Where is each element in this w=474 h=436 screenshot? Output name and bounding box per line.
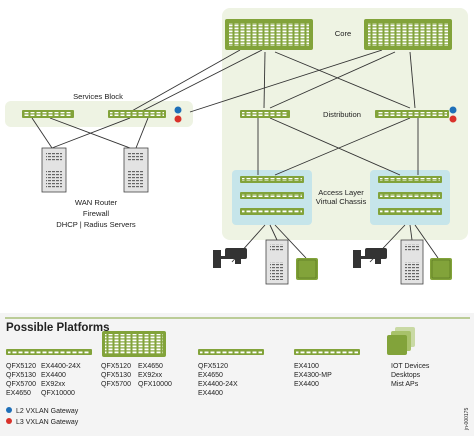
services-switch-left: [22, 110, 74, 118]
services-switch-right: [108, 110, 166, 118]
platform-model: EX4400: [41, 372, 66, 379]
access-label-line2: Virtual Chassis: [316, 197, 367, 206]
network-links: [31, 49, 439, 263]
server-icon: [123, 147, 149, 193]
legend-l2-dot: [6, 407, 12, 413]
platform-model: QFX5130: [6, 372, 36, 379]
endpoint-type: IOT Devices: [391, 363, 430, 370]
desktop-icon: [265, 239, 289, 285]
access-point-icon: [296, 258, 318, 280]
core-switch-right: [364, 19, 452, 50]
l2-gateway-dot-core: [449, 106, 457, 114]
core-label: Core: [335, 29, 351, 38]
platform-model: EX4400-24X: [198, 381, 238, 388]
access-switches-left: [240, 176, 304, 215]
platform-group-2: QFX5120 QFX5130 QFX5700 EX4650 EX92xx QF…: [101, 363, 172, 388]
l3-gateway-dot-core: [449, 115, 457, 123]
figure-watermark: jn-000175: [464, 408, 470, 431]
platform-group-3: QFX5120 EX4650 EX4400-24X EX4400: [198, 363, 238, 397]
platform-model: EX4400-24X: [41, 363, 81, 370]
platform-model: EX4650: [6, 390, 31, 397]
platform-model: EX4400: [198, 390, 223, 397]
legend: L2 VXLAN Gateway L3 VXLAN Gateway: [6, 407, 79, 426]
camera-icon: [213, 248, 247, 268]
services-block-label: Services Block: [73, 92, 123, 101]
platform-group-4: EX4100 EX4300-MP EX4400: [294, 363, 332, 388]
platform-model: EX4650: [138, 363, 163, 370]
platform-switch-icon: [198, 349, 264, 355]
access-label-line1: Access Layer: [318, 188, 364, 197]
platform-model: QFX5130: [101, 372, 131, 379]
platform-model: EX92xx: [138, 372, 163, 379]
legend-l2-label: L2 VXLAN Gateway: [16, 408, 79, 415]
services-line-3: DHCP | Radius Servers: [56, 220, 136, 229]
platform-model: EX4400: [294, 381, 319, 388]
distribution-switch-left: [240, 110, 290, 118]
platforms-title: Possible Platforms: [6, 322, 110, 334]
platform-model: EX4650: [198, 372, 223, 379]
platform-model: EX4100: [294, 363, 319, 370]
services-block-panel: [5, 101, 193, 127]
platform-switch-icon: [6, 349, 92, 355]
desktop-icon: [400, 239, 424, 285]
distribution-switch-right: [375, 110, 449, 118]
platform-model: QFX5700: [6, 381, 36, 388]
platform-model: QFX5120: [6, 363, 36, 370]
platform-group-5: IOT Devices Desktops Mist APs: [391, 363, 430, 388]
l3-gateway-dot-services: [174, 115, 182, 123]
platform-model: QFX5120: [198, 363, 228, 370]
platform-model: QFX5700: [101, 381, 131, 388]
core-switch-left: [225, 19, 313, 50]
access-point-icon: [430, 258, 452, 280]
services-line-2: Firewall: [83, 209, 109, 218]
platform-group-1: QFX5120 QFX5130 QFX5700 EX4650 EX4400-24…: [6, 363, 81, 397]
platform-model: QFX10000: [41, 390, 75, 397]
platform-model: EX92xx: [41, 381, 66, 388]
legend-l3-dot: [6, 418, 12, 424]
platform-ap-stack-icon: [387, 327, 415, 355]
legend-l3-label: L3 VXLAN Gateway: [16, 419, 79, 426]
services-line-1: WAN Router: [75, 198, 118, 207]
platform-model: QFX10000: [138, 381, 172, 388]
l2-gateway-dot-services: [174, 106, 182, 114]
platform-model: EX4300-MP: [294, 372, 332, 379]
platform-chassis-icon: [102, 331, 166, 357]
endpoint-type: Mist APs: [391, 381, 419, 388]
platform-model: QFX5120: [101, 363, 131, 370]
camera-icon: [353, 248, 387, 268]
server-icon: [41, 147, 67, 193]
endpoint-type: Desktops: [391, 372, 421, 379]
access-switches-right: [378, 176, 442, 215]
distribution-label: Distribution: [323, 110, 361, 119]
platform-switch-icon: [294, 349, 360, 355]
